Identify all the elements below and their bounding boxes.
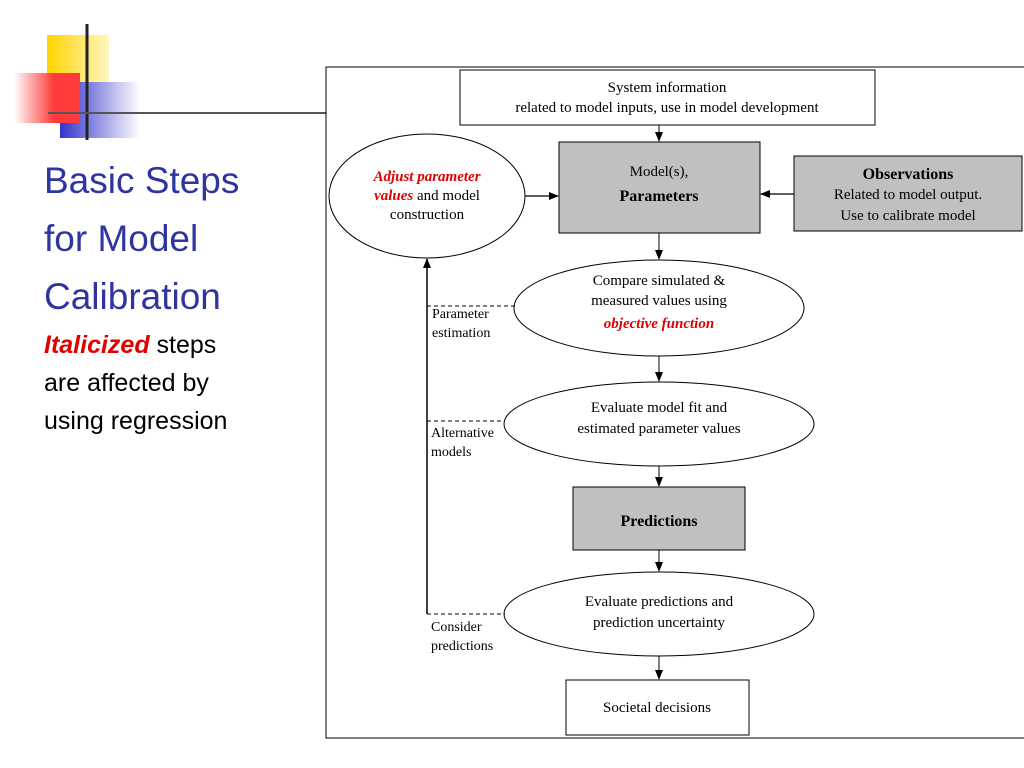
title-line-1: Basic Steps	[44, 160, 240, 201]
label-consider: Consider	[431, 620, 482, 635]
title-line-3: Calibration	[44, 276, 221, 317]
predictions-label: Predictions	[620, 513, 697, 530]
system-info-line-2: related to model inputs, use in model de…	[515, 100, 819, 116]
corner-decoration	[14, 24, 326, 140]
diagram-frame	[325, 66, 1024, 739]
label-parameter: Parameter	[432, 307, 489, 322]
subtitle-line-2: are affected by	[44, 369, 209, 397]
observations-line-1: Related to model output.	[834, 187, 982, 203]
model-parameters-box	[558, 141, 761, 234]
evaluate-predictions-line-2: prediction uncertainty	[593, 615, 726, 631]
system-info-box	[459, 69, 876, 126]
model-line-2: Parameters	[619, 188, 698, 205]
deco-red-square	[14, 73, 80, 123]
compare-line-1: Compare simulated &	[593, 273, 726, 289]
model-line-1: Model(s),	[630, 164, 689, 180]
evaluate-predictions-ellipse	[503, 571, 815, 657]
compare-line-3: objective function	[604, 316, 714, 332]
italicized-word: Italicized	[44, 331, 150, 359]
subtitle-line-1: Italicized steps	[44, 326, 314, 364]
label-predictions: predictions	[431, 639, 493, 654]
adjust-and-model: and model	[413, 188, 480, 204]
evaluate-fit-line-2: estimated parameter values	[577, 421, 740, 437]
societal-decisions-box	[565, 679, 750, 736]
adjust-values-word: values	[374, 188, 413, 204]
observations-box	[793, 155, 1023, 232]
evaluate-fit-line-1: Evaluate model fit and	[591, 400, 728, 416]
compare-line-2: measured values using	[591, 293, 727, 309]
subtitle-steps: steps	[149, 331, 217, 359]
societal-decisions-label: Societal decisions	[603, 700, 711, 716]
observations-line-2: Use to calibrate model	[840, 208, 975, 224]
system-info-line-1: System information	[608, 80, 727, 96]
label-alternative: Alternative	[431, 426, 494, 441]
predictions-box	[572, 486, 746, 551]
adjust-line-3: construction	[390, 207, 465, 223]
slide-title-block: Basic Steps for Model Calibration Italic…	[44, 152, 314, 440]
adjust-line-2: values and model	[374, 188, 480, 204]
label-models: models	[431, 445, 471, 460]
adjust-line-1: Adjust parameter	[372, 169, 480, 185]
evaluate-predictions-line-1: Evaluate predictions and	[585, 594, 734, 610]
label-estimation: estimation	[432, 326, 490, 341]
subtitle-line-3: using regression	[44, 407, 228, 435]
title-line-2: for Model	[44, 218, 199, 259]
observations-title: Observations	[863, 166, 954, 183]
